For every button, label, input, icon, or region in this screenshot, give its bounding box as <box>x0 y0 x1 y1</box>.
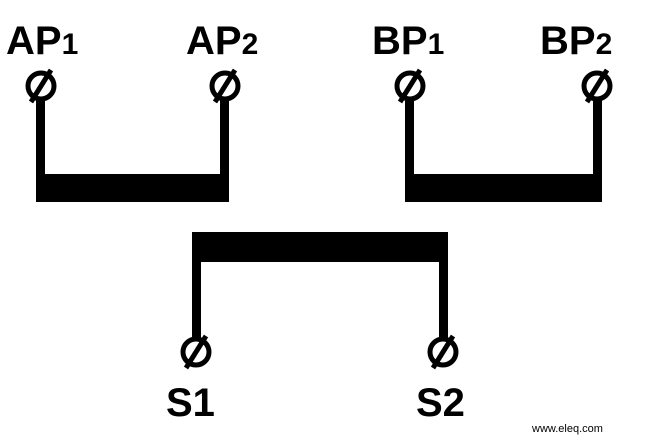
terminal-label-s2: S2 <box>416 381 465 425</box>
lead-bp1 <box>405 100 414 180</box>
terminal-label-bp2: BP2 <box>540 19 612 63</box>
primary-winding-a <box>36 100 229 202</box>
terminal-label-bp1-main: BP <box>372 19 428 63</box>
screw-terminal-icon <box>25 68 57 104</box>
terminal-label-ap2: AP2 <box>186 19 258 63</box>
terminal-label-bp1: BP1 <box>372 19 444 63</box>
lead-s1 <box>192 232 201 342</box>
lead-ap1 <box>36 100 45 180</box>
screw-terminal-icon <box>427 334 459 370</box>
terminal-label-ap2-sub: 2 <box>242 28 259 61</box>
terminal-label-ap1-sub: 1 <box>62 28 79 61</box>
primary-winding-b <box>405 100 602 202</box>
terminal-label-ap1: AP1 <box>6 19 78 63</box>
screw-terminal-icon <box>209 68 241 104</box>
secondary-winding <box>192 232 448 342</box>
lead-ap2 <box>220 100 229 180</box>
lead-s2 <box>439 232 448 342</box>
winding-bar-s <box>192 232 448 262</box>
terminal-label-bp1-sub: 1 <box>428 28 445 61</box>
watermark-text: www.eleq.com <box>531 423 603 435</box>
screw-terminal-icon <box>581 68 613 104</box>
winding-bar-b <box>405 174 602 202</box>
screw-terminal-icon <box>394 68 426 104</box>
terminal-label-bp2-main: BP <box>540 19 596 63</box>
lead-bp2 <box>593 100 602 180</box>
terminal-label-ap2-main: AP <box>186 19 242 63</box>
terminal-label-s1: S1 <box>166 381 215 425</box>
terminal-label-bp2-sub: 2 <box>596 28 613 61</box>
terminal-label-ap1-main: AP <box>6 19 62 63</box>
winding-bar-a <box>36 174 229 202</box>
screw-terminal-icon <box>180 334 212 370</box>
